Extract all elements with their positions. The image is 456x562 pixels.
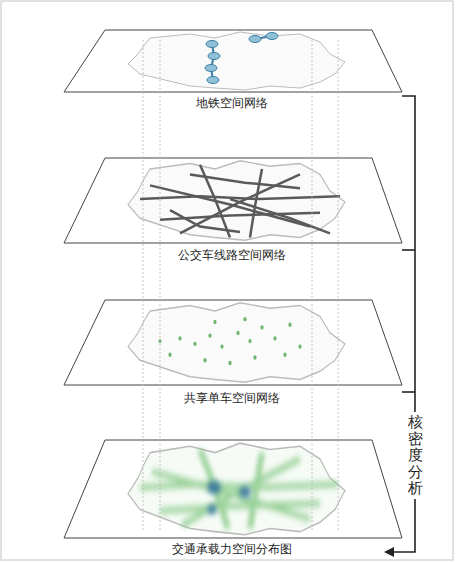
guide-lines [143,40,338,530]
plane-caption: 交通承载力空间分布图 [170,541,294,557]
bike-plane [64,300,402,385]
plane-caption: 公交车线路空间网络 [176,247,288,263]
arrowhead [384,547,394,557]
vertical-label: 核密度分析 [408,412,423,499]
capacity-plane [64,440,402,538]
plane-label-node: 地铁空间网络 [194,95,270,111]
plane-label-node: 公交车线路空间网络 [176,247,288,263]
subway-plane [64,30,402,92]
bus-plane [64,158,402,243]
plane-label-node: 交通承载力空间分布图 [170,541,294,557]
plane-label-node: 共享单车空间网络 [182,390,282,406]
plane-caption: 地铁空间网络 [194,95,270,111]
plane-caption: 共享单车空间网络 [182,390,282,406]
